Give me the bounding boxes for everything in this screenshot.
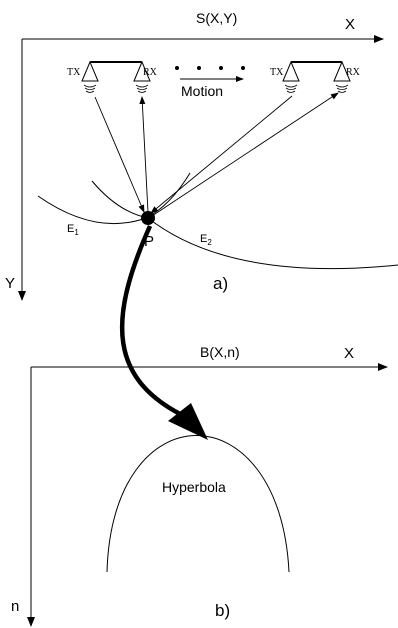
right-tx-wave-icon	[284, 84, 298, 93]
ray-lines	[94, 92, 339, 217]
hyperbola-curve	[106, 435, 290, 573]
ray-left-rx	[139, 96, 149, 213]
top-y-axis-label: Y	[5, 275, 15, 292]
point-p-label: P	[144, 233, 154, 250]
bottom-y-axis-label: n	[11, 598, 19, 615]
left-tx-triangle	[81, 60, 99, 82]
top-function-label: S(X,Y)	[196, 10, 237, 26]
right-rx-label: RX	[346, 67, 361, 78]
bottom-function-label: B(X,n)	[200, 344, 240, 360]
left-rx-label: RX	[143, 67, 158, 78]
right-antenna: TX RX	[270, 60, 361, 93]
right-tx-label: TX	[270, 67, 284, 78]
left-rx-triangle	[133, 60, 151, 82]
motion-label: Motion	[181, 83, 223, 99]
top-x-axis-label: X	[345, 16, 355, 33]
ray-right-rx	[151, 92, 339, 217]
left-tx-wave-icon	[83, 84, 97, 93]
transform-arrow	[119, 225, 189, 421]
ellipse-2-label: E2	[200, 233, 212, 247]
ellipse-1-label: E1	[67, 223, 79, 237]
right-rx-triangle	[333, 60, 351, 82]
panel-b-label: b)	[215, 601, 230, 620]
ellipse-1-arc	[37, 172, 191, 225]
ellipse-2-arc	[91, 180, 398, 270]
right-tx-triangle	[282, 60, 300, 82]
left-antenna: TX RX	[67, 60, 158, 93]
bottom-x-axis-label: X	[344, 345, 354, 362]
ray-right-tx	[150, 95, 293, 214]
top-panel: S(X,Y) X Y TX RX Motion	[5, 10, 398, 301]
transform-arrowhead	[168, 403, 208, 440]
ray-left-tx	[94, 96, 145, 213]
hyperbola-label: Hyperbola	[162, 479, 226, 495]
left-tx-label: TX	[67, 67, 81, 78]
bottom-panel: B(X,n) X n Hyperbola b)	[11, 344, 388, 627]
scatter-point-p	[141, 211, 155, 225]
right-rx-wave-icon	[335, 84, 349, 93]
panel-a-label: a)	[213, 274, 228, 293]
motion-dots	[175, 66, 245, 70]
left-rx-wave-icon	[135, 84, 149, 93]
